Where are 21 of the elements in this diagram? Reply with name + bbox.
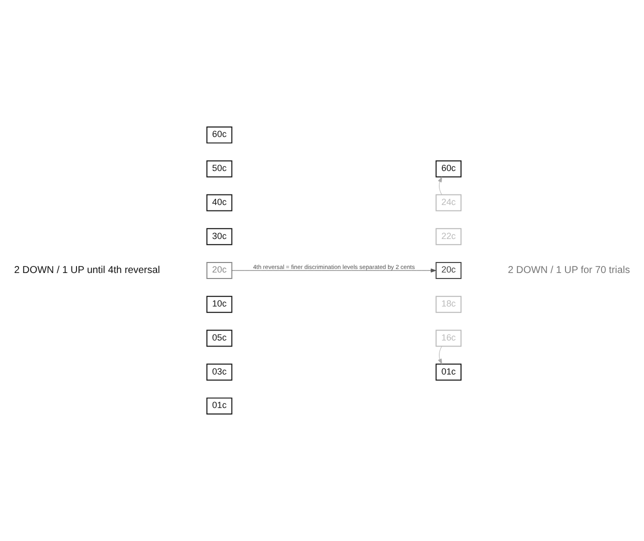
node-box: 10c (206, 296, 232, 313)
node-box: 18c (436, 296, 462, 313)
node-box: 16c (436, 330, 462, 347)
arrow (438, 346, 442, 364)
node-box: 40c (206, 194, 232, 212)
node-box: 30c (206, 228, 232, 246)
label: 2 DOWN / 1 UP until 4th reversal (14, 264, 160, 276)
arrow (232, 268, 436, 272)
node-box: 50c (206, 160, 232, 178)
arrow (438, 176, 442, 195)
node-box: 20c (206, 262, 232, 279)
node-box: 05c (206, 330, 232, 347)
node-box: 22c (436, 228, 462, 246)
label: 2 DOWN / 1 UP for 70 trials (508, 264, 630, 276)
node-box: 60c (206, 126, 232, 144)
node-box: 60c (436, 160, 462, 178)
node-box: 20c (436, 262, 462, 279)
node-box: 01c (436, 364, 462, 381)
node-box: 24c (436, 194, 462, 212)
node-box: 01c (206, 398, 232, 414)
node-box: 03c (206, 364, 232, 381)
